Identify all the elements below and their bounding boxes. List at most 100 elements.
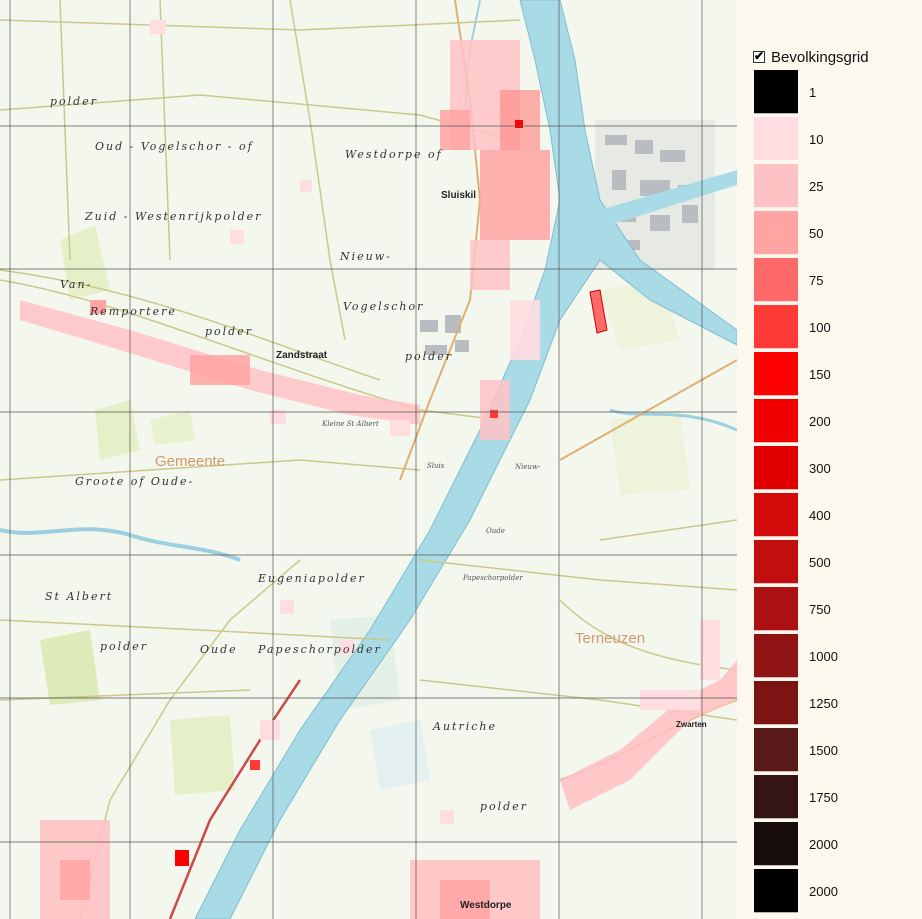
place-label-sluiskil: Sluiskil [441,190,477,201]
legend-swatch [754,728,798,772]
region-label: Eugeniapolder [258,572,366,585]
legend-label: 50 [809,225,824,241]
roads [0,0,737,919]
region-label: Groote of Oude- [75,475,195,488]
region-label: Zuid - Westenrijkpolder [85,210,263,223]
municipality-label-terneuzen: Terneuzen [575,630,646,647]
legend-item: 150 [754,352,831,396]
legend-label: 1000 [809,648,838,664]
legend-label: 300 [809,460,831,476]
legend-swatch [754,164,798,208]
legend-item: 10 [754,117,823,161]
legend-swatch [754,587,798,631]
place-label-zwarte: Zwarten [676,720,707,729]
legend-item: 2000 [754,869,838,913]
legend-label: 75 [809,272,824,288]
region-label: Papeschorpolder [463,574,523,582]
region-label: Sluis [427,462,445,470]
legend-item: 400 [754,493,831,537]
field-patch [95,400,140,460]
legend-swatch [754,352,798,396]
legend-swatch [754,681,798,725]
legend-label: 100 [809,319,831,335]
region-label: polder [405,350,453,363]
field-patch [170,715,235,795]
legend-label: 500 [809,554,831,570]
legend-item: 750 [754,587,831,631]
legend-swatch [754,540,798,584]
region-label: Nieuw- [340,250,392,263]
legend-item: 1500 [754,728,838,772]
region-label: Westdorpe of [345,148,443,161]
legend-label: 400 [809,507,831,523]
legend-item: 25 [754,164,823,208]
map-canvas[interactable] [0,0,737,919]
legend-item: 100 [754,305,831,349]
field-patch [370,720,430,790]
legend-label: 750 [809,601,831,617]
legend-swatch [754,211,798,255]
legend-label: 1 [809,84,817,100]
population-grid [20,20,737,919]
region-label: Remportere [90,305,177,318]
region-label: Vogelschor [343,300,425,313]
legend-item: 1250 [754,681,838,725]
region-label: Oud - Vogelschor - of [95,140,254,153]
legend-item: 75 [754,258,823,302]
grid-lines [0,0,737,919]
place-label-zandstraat: Zandstraat [276,350,328,361]
legend-item: 500 [754,540,831,584]
region-label: St Albert [45,590,114,603]
legend-swatch [754,70,798,114]
place-label-westdorpe: Westdorpe [460,900,512,911]
region-label: polder [50,95,98,108]
legend-label: 150 [809,366,831,382]
legend-item: 1750 [754,775,838,819]
region-label: polder [205,325,253,338]
harbour-water [600,170,737,225]
legend-label: 10 [809,131,824,147]
legend-item: 200 [754,399,831,443]
topographic-map[interactable]: Sluiskil Zandstraat Gemeente Terneuzen W… [0,0,737,919]
legend-swatch [754,822,798,866]
legend-label: 25 [809,178,824,194]
legend-swatch [754,117,798,161]
region-label: Papeschorpolder [258,643,382,656]
region-label: polder [100,640,148,653]
field-patch [40,630,100,705]
region-label: Kleine St Albert [322,420,379,428]
layer-visibility-checkbox[interactable]: ✔ [753,49,765,63]
field-patch [610,410,690,495]
checkmark-icon: ✔ [754,49,765,63]
legend-swatch [754,258,798,302]
legend-label: 1250 [809,695,838,711]
legend-title: Bevolkingsgrid [771,48,869,66]
municipality-label-gemeente: Gemeente [155,453,226,470]
legend-panel: ✔ Bevolkingsgrid 1 10 25 50 75 100 150 200 300 40… [737,0,922,919]
region-label: Oude [486,527,505,535]
legend-swatch [754,493,798,537]
legend-swatch [754,305,798,349]
legend-swatch [754,869,798,913]
legend-item: 1000 [754,634,838,678]
industrial-buildings [420,315,469,355]
legend-item: 2000 [754,822,838,866]
region-label: Van- [60,278,93,291]
legend-swatch [754,775,798,819]
legend-label: 200 [809,413,831,429]
legend-label: 2000 [809,883,838,899]
region-label: Nieuw- [515,463,541,471]
field-patch [60,225,110,300]
railway [168,679,302,919]
legend-item: 1 [754,70,816,114]
legend-label: 1750 [809,789,838,805]
region-label: Autriche [433,720,497,733]
creek [609,408,737,432]
legend-item: 300 [754,446,831,490]
legend-label: 1500 [809,742,838,758]
field-patch [150,410,195,445]
legend-label: 2000 [809,836,838,852]
legend-swatch [754,446,798,490]
region-label: Oude [200,643,238,656]
legend-header: ✔ Bevolkingsgrid [753,46,869,68]
